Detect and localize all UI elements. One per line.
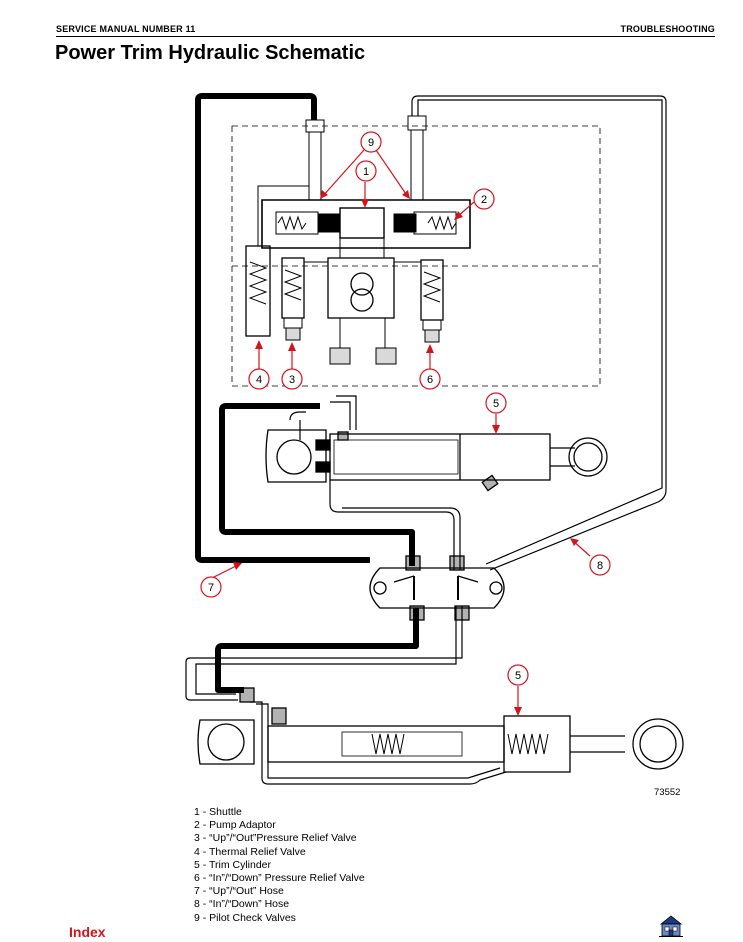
hydraulic-schematic: 1 2 3 4 5 6 7 8 9 5 [185,93,684,785]
header-manual-number: SERVICE MANUAL NUMBER 11 [56,24,196,34]
legend-item: 5 - Trim Cylinder [194,858,272,871]
callout-circles [200,131,611,686]
legend-item: 9 - Pilot Check Valves [194,911,296,924]
callout-1: 1 [363,166,369,178]
legend-item: 6 - “In”/“Down” Pressure Relief Valve [194,872,365,885]
legend-item: 1 - Shuttle [194,806,242,818]
index-link[interactable]: Index [69,924,106,940]
callout-numbers: 1 2 3 4 5 6 7 8 9 5 [208,137,603,682]
trim-cylinder-upper [265,429,608,492]
legend-item: 3 - “Up”/“Out”Pressure Relief Valve [194,832,357,845]
hose-in-down [185,95,667,785]
callout-8: 8 [597,560,603,572]
trim-cylinder-lower [197,687,684,773]
manifold-block [369,555,505,621]
page-title: Power Trim Hydraulic Schematic [55,42,366,64]
header-rule [56,36,715,37]
legend-item: 8 - “In”/“Down” Hose [194,898,290,911]
callout-3: 3 [289,374,295,386]
callout-leaders [211,149,591,714]
home-building-icon[interactable] [658,914,684,938]
header-section: TROUBLESHOOTING [620,24,715,34]
callout-7: 7 [208,582,214,594]
callout-4: 4 [256,374,262,386]
callout-9: 9 [368,137,374,149]
legend-item: 7 - “Up”/“Out” Hose [194,885,284,898]
parts-legend: 1 - Shuttle 2 - Pump Adaptor 3 - “Up”/“O… [194,806,365,925]
callout-5-lower: 5 [515,670,521,682]
callout-6: 6 [427,374,433,386]
pump-assembly [231,115,601,387]
hose-up-out [195,93,419,693]
legend-item: 2 - Pump Adaptor [194,819,276,832]
figure-number: 73552 [654,787,681,798]
callout-arrowheads [233,190,579,716]
callout-5-upper: 5 [493,398,499,410]
legend-item: 4 - Thermal Relief Valve [194,845,306,858]
callout-2: 2 [481,194,487,206]
